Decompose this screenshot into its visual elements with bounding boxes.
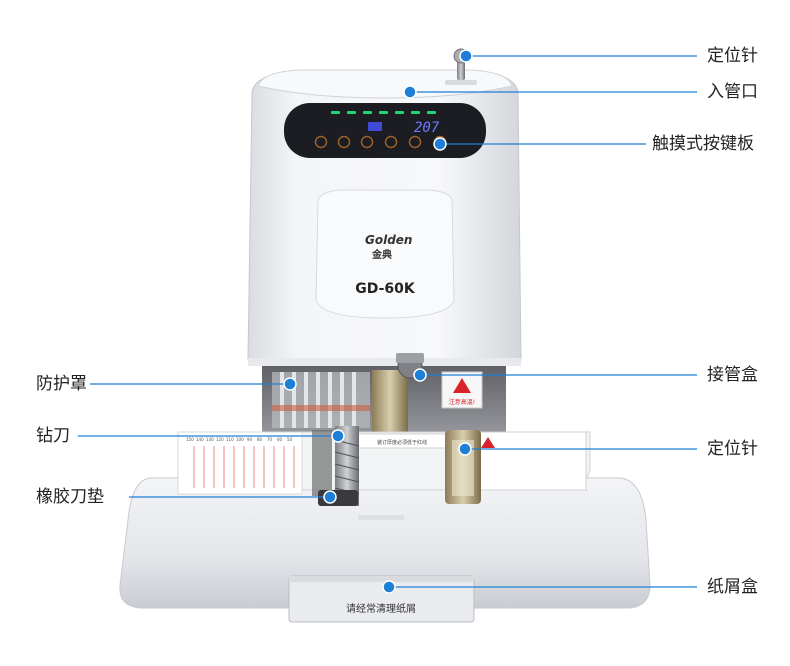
ruler-tick-label: 120 [216, 437, 224, 442]
callout-guard-cover: 防护罩 [36, 374, 87, 394]
callout-dots [283, 49, 473, 594]
brand-logo: Golden [365, 233, 412, 247]
callout-positioning-pin-lower: 定位针 [707, 439, 758, 459]
callout-drill-blade: 钻刀 [36, 426, 70, 446]
ruler-tick-label: 80 [257, 437, 263, 442]
brand-chinese: 金典 [371, 248, 392, 261]
callout-positioning-pin-top: 定位针 [707, 46, 758, 66]
paper-platform [177, 431, 591, 495]
display-reading: 207 [414, 120, 440, 136]
ruler-tick-label: 50 [287, 437, 293, 442]
callout-tube-box: 接管盒 [707, 365, 758, 385]
ruler-tick-label: 100 [236, 437, 244, 442]
notice-strip: 装订厚度必须低于红线 [377, 439, 427, 446]
ruler-tick-label: 60 [277, 437, 283, 442]
scrap-tray [288, 575, 475, 623]
callout-lines [78, 55, 697, 588]
ruler-scale: 150 140 130 120 110 100 90 80 70 60 50 [186, 437, 293, 442]
ruler-tick-label: 110 [226, 437, 234, 442]
mechanism-cavity [248, 353, 521, 440]
callout-tube-inlet: 入管口 [707, 82, 758, 102]
callout-scrap-box: 纸屑盒 [707, 577, 758, 597]
callout-rubber-pad: 橡胶刀垫 [36, 487, 104, 507]
ruler-tick-label: 70 [267, 437, 273, 442]
platform-slot [358, 515, 404, 520]
caution-sticker: 注意高温! [449, 398, 475, 406]
tray-label: 请经常清理纸屑 [346, 602, 416, 615]
callout-touch-panel: 触摸式按键板 [652, 134, 754, 154]
lower-positioning-pin [445, 430, 481, 504]
control-panel [284, 103, 486, 158]
ruler-tick-label: 130 [206, 437, 214, 442]
ruler-lines [193, 446, 295, 488]
ruler-tick-label: 90 [247, 437, 253, 442]
model-label: GD-60K [355, 281, 416, 297]
ruler-tick-label: 140 [196, 437, 204, 442]
ruler-tick-label: 150 [186, 437, 194, 442]
